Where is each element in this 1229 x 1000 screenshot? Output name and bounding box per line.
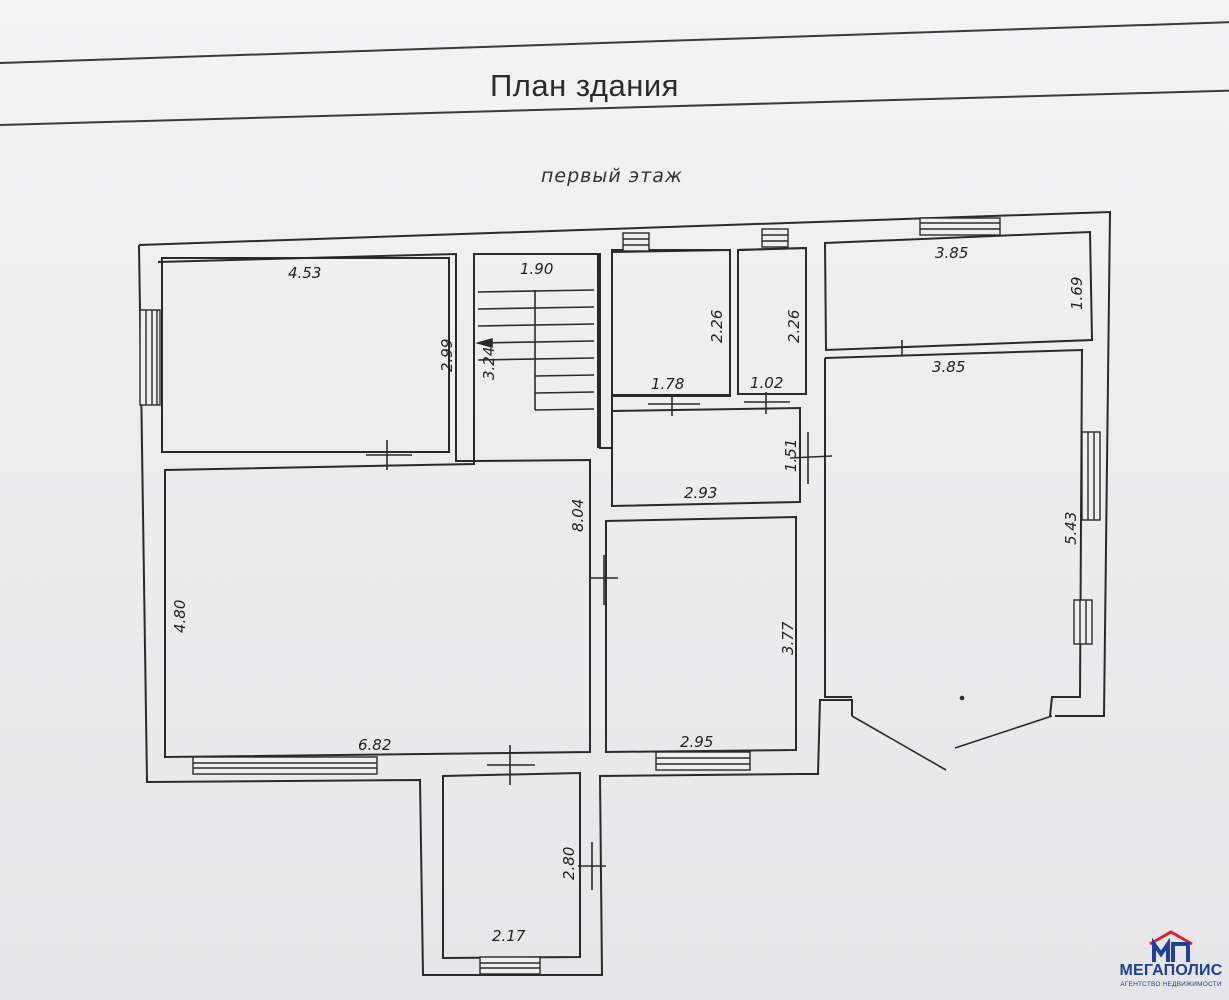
room-top-right bbox=[823, 230, 1094, 352]
outer-wall bbox=[138, 210, 1112, 976]
doors bbox=[366, 340, 911, 890]
dim-small1-height: 2.26 bbox=[708, 310, 726, 343]
window-top-2 bbox=[761, 228, 789, 248]
dim-living-height: 4.80 bbox=[171, 600, 189, 633]
windows bbox=[139, 217, 1101, 975]
hall bbox=[611, 406, 801, 508]
dim-living-width: 6.82 bbox=[358, 736, 391, 754]
logo-name: МЕГАПОЛИС bbox=[1119, 962, 1223, 979]
dim-small2-width: 1.02 bbox=[750, 374, 783, 392]
window-right-2 bbox=[1073, 599, 1093, 645]
dim-center-height: 3.77 bbox=[779, 621, 797, 655]
walls bbox=[138, 210, 1112, 976]
dim-living-depth: 8.04 bbox=[569, 499, 587, 532]
living-room bbox=[164, 458, 591, 759]
window-top-1 bbox=[622, 232, 650, 252]
floor-subtitle: первый этаж bbox=[541, 165, 684, 187]
dim-small2-height: 2.26 bbox=[785, 310, 803, 343]
room-small-1 bbox=[611, 249, 731, 396]
window-right-1 bbox=[1081, 431, 1101, 521]
dim-hall-width: 2.93 bbox=[684, 484, 717, 502]
brand-logo: МЕГАПОЛИС АГЕНТСТВО НЕДВИЖИМОСТИ bbox=[1113, 930, 1229, 1000]
window-vestibule bbox=[479, 956, 541, 975]
room-center bbox=[605, 515, 797, 754]
dim-right-height: 5.43 bbox=[1062, 512, 1080, 545]
window-bottom-center bbox=[655, 751, 751, 771]
page-title: План здания bbox=[490, 68, 679, 103]
room-small-2 bbox=[737, 246, 807, 395]
window-left bbox=[139, 309, 161, 406]
window-top-right bbox=[919, 217, 1001, 236]
vestibule bbox=[442, 771, 581, 960]
stair-enclosure bbox=[474, 253, 599, 448]
bay-window bbox=[851, 695, 1053, 771]
window-bottom-left bbox=[192, 756, 378, 775]
dim-center-width: 2.95 bbox=[680, 733, 713, 751]
dim-stair-height: 3.24 bbox=[480, 347, 498, 380]
dim-vestibule-height: 2.80 bbox=[560, 847, 578, 880]
dim-top-left-height: 2.99 bbox=[438, 339, 456, 372]
dim-stair-width: 1.90 bbox=[520, 260, 553, 278]
dim-small1-width: 1.78 bbox=[651, 375, 684, 393]
megapolis-logo-icon bbox=[1149, 930, 1193, 962]
logo-tagline: АГЕНТСТВО НЕДВИЖИМОСТИ bbox=[1120, 981, 1222, 988]
stairs bbox=[475, 289, 595, 411]
dim-top-left-width: 4.53 bbox=[288, 264, 321, 282]
room-top-left bbox=[161, 257, 450, 453]
dim-right-width: 3.85 bbox=[932, 358, 965, 376]
dim-hall-height: 1.51 bbox=[782, 439, 800, 472]
dim-vestibule-width: 2.17 bbox=[492, 927, 526, 945]
dim-top-right-width: 3.85 bbox=[935, 244, 968, 262]
dimension-labels: 4.53 2.99 1.90 3.24 2.26 1.78 2.26 1.02 … bbox=[171, 244, 1086, 945]
dim-top-right-height: 1.69 bbox=[1068, 277, 1086, 310]
room-right bbox=[824, 348, 1084, 717]
